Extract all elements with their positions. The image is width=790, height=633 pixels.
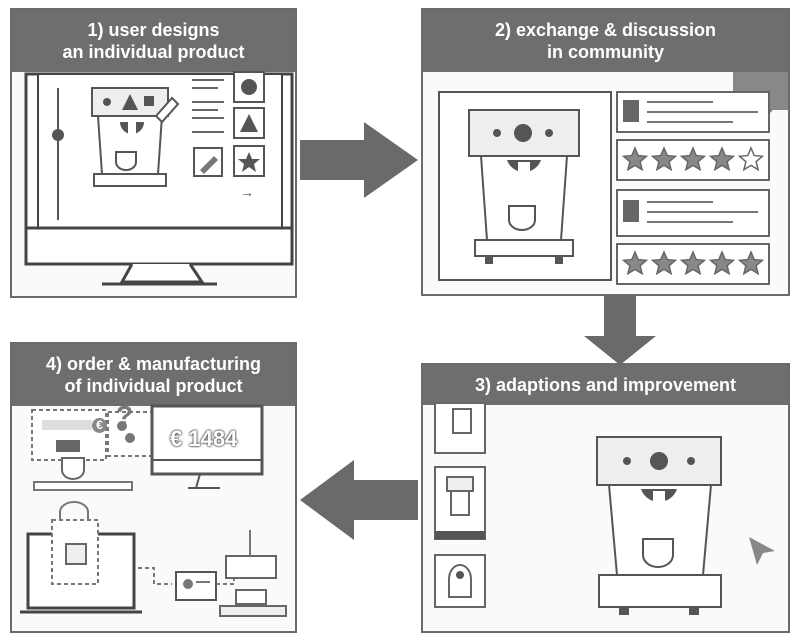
- arrow-step1-to-step2: [300, 122, 418, 198]
- step-3-panel: 3) adaptions and improvement: [421, 363, 790, 633]
- star-filled-icon: [621, 250, 649, 276]
- price-display-monitor: [150, 404, 264, 476]
- step-4-title-line2: of individual product: [64, 376, 243, 396]
- step-2-title-line2: in community: [546, 42, 664, 62]
- star-filled-icon: [708, 146, 736, 172]
- monitor-design-illustration: [24, 71, 294, 286]
- step-2-panel: 2) exchange & discussion in community: [421, 8, 790, 296]
- step-1-header: 1) user designs an individual product: [12, 10, 295, 72]
- step-4-header: 4) order & manufacturing of individual p…: [12, 344, 295, 406]
- euro-coin-icon: €: [92, 418, 107, 433]
- community-illustration: [438, 72, 788, 285]
- step-2-header: 2) exchange & discussion in community: [423, 10, 788, 72]
- manufacturing-robot-icon: [225, 555, 277, 579]
- step-4-panel: 4) order & manufacturing of individual p…: [10, 342, 297, 633]
- price-display: € 1484: [170, 426, 238, 451]
- star-empty-icon: [737, 146, 765, 172]
- star-filled-icon: [650, 146, 678, 172]
- star-filled-icon: [679, 250, 707, 276]
- step-1-title-line2: an individual product: [62, 42, 245, 62]
- slider-handle: [52, 129, 64, 141]
- triangle-shape-icon: [233, 107, 265, 139]
- star-filled-icon: [679, 146, 707, 172]
- document-icon: [175, 571, 217, 601]
- improvement-illustration: [434, 402, 775, 615]
- arrow-step2-to-step3: [584, 296, 656, 365]
- step-2-title-line1: 2) exchange & discussion: [494, 20, 717, 40]
- next-arrow-icon[interactable]: →: [240, 184, 254, 200]
- star-filled-icon: [621, 146, 649, 172]
- star-filled-icon: [650, 250, 678, 276]
- shopping-bag-icon: [59, 501, 89, 522]
- step-1-panel: 1) user designs an individual product: [10, 8, 297, 298]
- pencil-icon: [154, 96, 180, 124]
- arrow-step3-to-step4: [300, 460, 418, 540]
- conveyor-belt: [219, 605, 287, 617]
- step-1-title-line1: 1) user designs: [87, 20, 220, 40]
- cursor-icon: [749, 537, 775, 565]
- star-filled-icon: [708, 250, 736, 276]
- step-3-header: 3) adaptions and improvement: [423, 365, 788, 405]
- order-manufacturing-illustration: [20, 404, 287, 617]
- question-mark-icon: ?: [116, 400, 134, 431]
- star-filled-icon: [737, 250, 765, 276]
- step-3-title-line1: 3) adaptions and improvement: [474, 375, 737, 395]
- step-4-title-line1: 4) order & manufacturing: [45, 354, 262, 374]
